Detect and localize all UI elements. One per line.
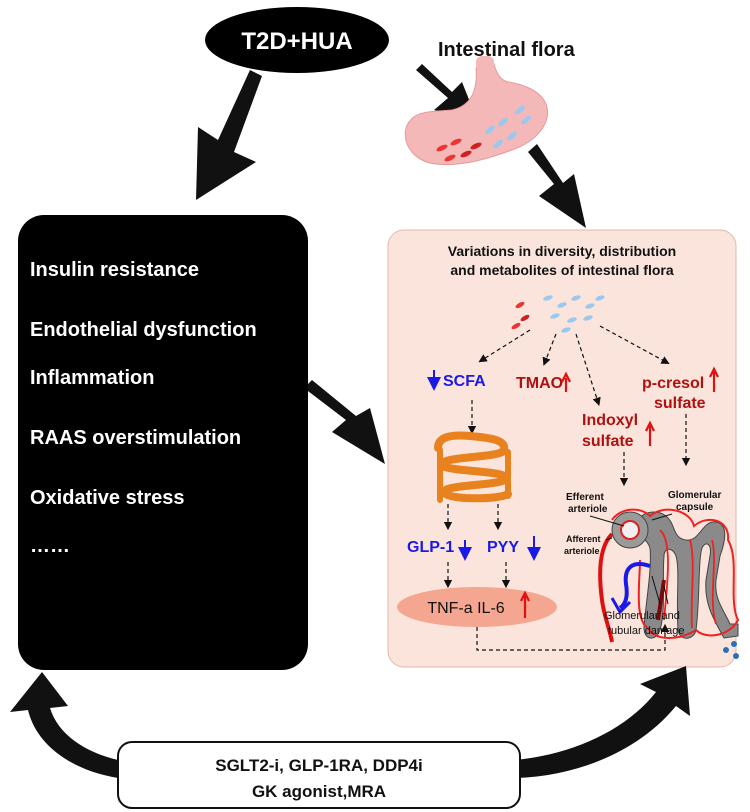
tmao-up-arrow	[561, 371, 571, 392]
mechanism-item: Inflammation	[30, 367, 154, 389]
damage-label-line1: Glomerular and	[604, 610, 680, 622]
stomach-illustration	[404, 56, 548, 166]
branch-to-tmao	[542, 333, 557, 366]
curved-arrow-right	[516, 666, 690, 778]
treatments-line2: GK agonist,MRA	[252, 782, 386, 801]
pcresol-label-line2: sulfate	[654, 395, 706, 412]
capsule-label-line2: capsule	[676, 502, 714, 513]
curved-arrow-left	[10, 672, 118, 778]
cytokine-up-arrow	[520, 590, 530, 618]
branch-to-indoxyl	[575, 333, 601, 406]
mechanism-item: ……	[30, 535, 70, 557]
cytokine-ellipse	[397, 587, 557, 627]
panel-title-line2: and metabolites of intestinal flora	[450, 262, 673, 278]
intestinal-flora-label: Intestinal flora	[438, 39, 576, 61]
intestine-illustration	[434, 431, 512, 503]
branch-to-scfa	[478, 329, 531, 363]
bacteria-cluster	[511, 295, 605, 333]
glp1-label: GLP-1	[407, 539, 454, 556]
pcresol-label-line1: p-cresol	[642, 375, 704, 392]
mechanism-item: Endothelial dysfunction	[30, 319, 257, 341]
arrow-mechanisms-to-panel	[304, 380, 385, 464]
t2d-hua-node: T2D+HUA	[205, 7, 389, 73]
pyy-label: PYY	[487, 539, 519, 556]
mechanism-item: Insulin resistance	[30, 259, 199, 281]
mechanisms-box: Insulin resistance Endothelial dysfuncti…	[18, 215, 308, 670]
damage-label-line2: tubular damage	[608, 625, 684, 637]
indoxyl-label-line1: Indoxyl	[582, 412, 638, 429]
mechanism-item: RAAS overstimulation	[30, 427, 241, 449]
afferent-label-line2: arteriole	[564, 546, 600, 556]
arrow-to-mechanisms	[196, 70, 262, 200]
efferent-label-line2: arteriole	[568, 504, 608, 515]
branch-to-pcresol	[599, 325, 670, 365]
treatments-line1: SGLT2-i, GLP-1RA, DDP4i	[215, 756, 423, 775]
afferent-label-line1: Afferent	[566, 534, 601, 544]
efferent-label-line1: Efferent	[566, 492, 604, 503]
nephron-illustration	[598, 508, 740, 659]
scfa-label: SCFA	[443, 373, 486, 390]
mechanism-item: Oxidative stress	[30, 487, 185, 509]
indoxyl-up-arrow	[645, 420, 655, 446]
treatments-box: SGLT2-i, GLP-1RA, DDP4i GK agonist,MRA	[117, 741, 521, 809]
panel-title-line1: Variations in diversity, distribution	[448, 243, 676, 259]
cytokine-label: TNF-a IL-6	[427, 600, 504, 617]
indoxyl-label-line2: sulfate	[582, 433, 634, 450]
arrow-stomach-to-panel	[528, 144, 586, 228]
flora-panel: Variations in diversity, distribution an…	[387, 229, 740, 668]
t2d-hua-label: T2D+HUA	[241, 28, 352, 55]
capsule-label-line1: Glomerular	[668, 490, 721, 501]
pcresol-up-arrow	[709, 366, 719, 392]
tmao-label: TMAO	[516, 375, 563, 392]
